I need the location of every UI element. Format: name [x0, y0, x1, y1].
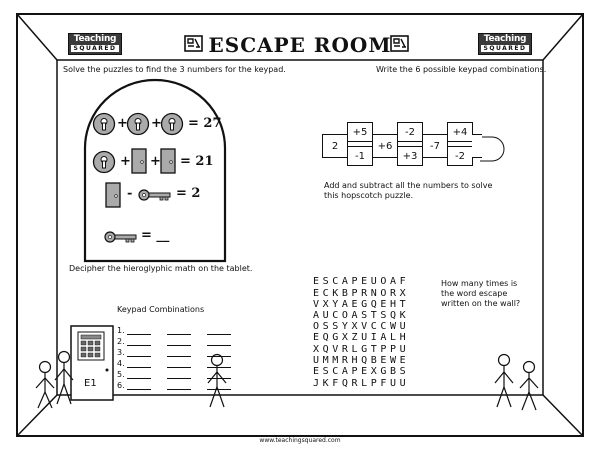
plus-sign: +	[120, 154, 131, 169]
hieroglyph-icon-right	[390, 35, 409, 52]
keypad-row-1[interactable]: 1.	[117, 326, 231, 335]
hopscotch-cell: +6	[372, 134, 398, 158]
door-icon	[160, 148, 176, 174]
lock-icon	[126, 112, 150, 136]
teaching-squared-logo-right: Teaching SQUARED	[478, 33, 532, 55]
hopscotch-cell: -1	[347, 146, 373, 166]
hopscotch-caption-1: Add and subtract all the numbers to solv…	[324, 181, 493, 190]
door-icon	[105, 182, 121, 208]
hopscotch-cell: +5	[347, 122, 373, 142]
door-label: E1	[84, 378, 97, 389]
teaching-squared-logo-left: Teaching SQUARED	[68, 33, 122, 55]
word-search-row: XQVRLGTPPU	[313, 344, 410, 355]
word-search-row: OSSYXVCCWU	[313, 321, 410, 332]
stick-figure	[207, 353, 227, 408]
footer-url: www.teachingsquared.com	[259, 437, 341, 444]
word-search-row: ESCAPEUOAF	[313, 276, 410, 287]
hieroglyph-icon-left	[184, 35, 203, 52]
stick-figure	[35, 360, 55, 409]
stick-figure	[494, 353, 514, 408]
hopscotch-start: 2	[322, 134, 348, 158]
hopscotch-cell: -2	[447, 146, 473, 166]
plus-sign: +	[150, 154, 161, 169]
door-icon	[131, 148, 147, 174]
hopscotch-connector	[472, 134, 482, 158]
word-search-row: EQGXZUIALH	[313, 332, 410, 343]
equation-3-result: = 2	[176, 186, 201, 201]
word-search-row: ESCAPEXGBS	[313, 366, 410, 377]
instruction-right: Write the 6 possible keypad combinations…	[376, 65, 547, 74]
plus-sign: +	[117, 116, 128, 131]
lock-icon	[92, 112, 116, 136]
keypad-row-6[interactable]: 6.	[117, 381, 231, 390]
keypad-row-3[interactable]: 3.	[117, 348, 231, 357]
stone-tablet	[83, 78, 227, 263]
keypad-row-2[interactable]: 2.	[117, 337, 231, 346]
hopscotch-end-loop	[480, 136, 505, 162]
plus-sign: +	[151, 116, 162, 131]
equation-2-result: = 21	[180, 154, 214, 169]
tablet-caption: Decipher the hieroglyphic math on the ta…	[69, 264, 253, 273]
hopscotch-cell: -7	[422, 134, 448, 158]
word-search-row: AUCOASTSQK	[313, 310, 410, 321]
stick-figure	[519, 360, 539, 411]
minus-sign: -	[127, 186, 133, 201]
word-search-row: UMMRHQBEWE	[313, 355, 410, 366]
word-search-row: ECKBPRNORX	[313, 288, 410, 299]
hopscotch-cell: -2	[397, 122, 423, 142]
page-title: ESCAPE ROOM	[208, 33, 392, 57]
equation-1-result: = 27	[188, 116, 222, 131]
keypad-heading: Keypad Combinations	[117, 305, 205, 314]
word-search-row: JKFQRLPFUU	[313, 378, 410, 389]
hopscotch-cell: +3	[397, 146, 423, 166]
key-icon	[104, 231, 137, 243]
hopscotch-caption-2: this hopscotch puzzle.	[324, 191, 414, 200]
lock-icon	[160, 112, 184, 136]
word-search-question: How many times is the word escape writte…	[441, 279, 521, 308]
lock-icon	[92, 150, 116, 174]
keypad-row-5[interactable]: 5.	[117, 370, 231, 379]
key-icon	[138, 189, 171, 201]
instruction-left: Solve the puzzles to find the 3 numbers …	[63, 65, 286, 74]
keypad-row-4[interactable]: 4.	[117, 359, 231, 368]
stick-figure	[54, 350, 74, 405]
equation-4-answer: = __	[141, 228, 170, 243]
exit-door[interactable]	[70, 325, 114, 401]
hopscotch-cell: +4	[447, 122, 473, 142]
word-search-row: VXYAEGQEHT	[313, 299, 410, 310]
